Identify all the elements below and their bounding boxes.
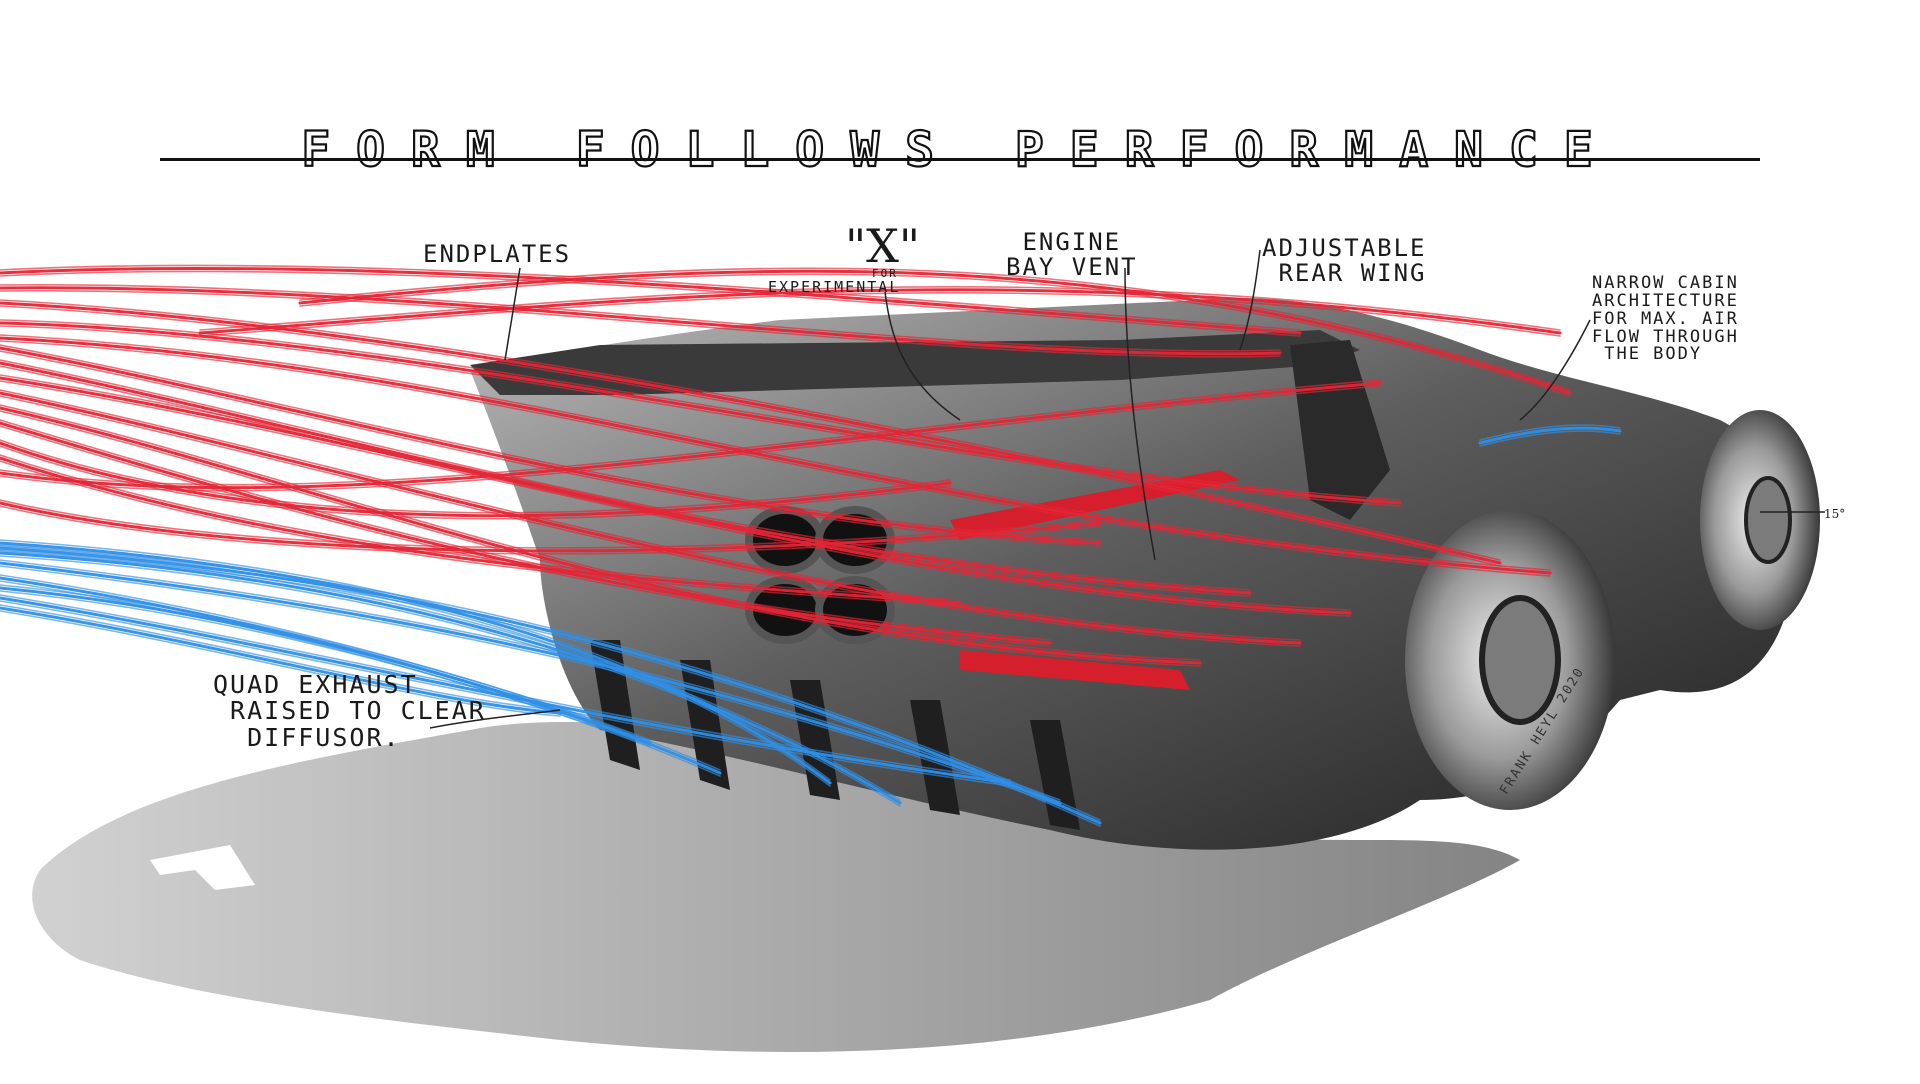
airflow-streak bbox=[1478, 426, 1622, 445]
airflow-red-streaks bbox=[0, 264, 1572, 667]
rear-wing bbox=[470, 330, 1360, 395]
angle-annotation: 15° bbox=[1824, 507, 1846, 521]
airflow-streak bbox=[0, 551, 902, 805]
airflow-streak bbox=[0, 590, 651, 747]
airflow-streak bbox=[0, 346, 1102, 545]
airflow-blue-streaks bbox=[0, 424, 1622, 827]
callout-x-for: FOR bbox=[872, 267, 898, 280]
airflow-streak bbox=[0, 319, 1401, 501]
callout-quad-exhaust: QUAD EXHAUST RAISED TO CLEAR DIFFUSOR. bbox=[213, 670, 486, 752]
airflow-streak bbox=[0, 410, 1201, 667]
airflow-streak bbox=[0, 546, 1102, 825]
airflow-streak bbox=[0, 321, 1402, 505]
airflow-streak bbox=[199, 286, 1561, 331]
airflow-streak bbox=[0, 425, 1051, 647]
airflow-streak bbox=[0, 365, 1251, 597]
callout-leaders bbox=[429, 249, 1825, 729]
airflow-streak bbox=[0, 305, 1501, 567]
airflow-streak bbox=[0, 336, 1552, 575]
airflow-streak bbox=[0, 545, 831, 787]
airflow-streak bbox=[0, 565, 1061, 807]
airflow-streak bbox=[0, 301, 1502, 565]
airflow-streak bbox=[0, 266, 1302, 335]
airflow-streak bbox=[0, 600, 1011, 787]
airflow-streak bbox=[0, 325, 1401, 507]
airflow-streak bbox=[0, 359, 1251, 591]
airflow-streak bbox=[0, 381, 1382, 490]
airflow-streak bbox=[0, 439, 951, 514]
airflow-streak bbox=[0, 604, 561, 711]
airflow-streak bbox=[0, 610, 561, 717]
callout-adjustable-rear-wing: ADJUSTABLE REAR WING bbox=[1262, 234, 1427, 288]
airflow-streak bbox=[0, 456, 962, 605]
airflow-streak bbox=[0, 334, 1551, 571]
airflow-streak bbox=[0, 385, 1381, 492]
airflow-streak bbox=[0, 286, 1282, 356]
airflow-streak bbox=[0, 299, 1501, 561]
airflow-streak bbox=[0, 544, 1101, 821]
airflow-streak bbox=[0, 596, 1012, 785]
rear-wheel-hub bbox=[1479, 595, 1561, 725]
airflow-streak bbox=[0, 559, 1061, 801]
airflow-streak bbox=[0, 549, 901, 801]
airflow-streak bbox=[299, 267, 1571, 391]
airflow-streak bbox=[0, 555, 901, 807]
airflow-streak bbox=[0, 391, 1302, 645]
callout-narrow-cabin: NARROW CABIN ARCHITECTURE FOR MAX. AIR F… bbox=[1592, 273, 1739, 365]
callout-endplates: ENDPLATES bbox=[423, 240, 572, 268]
airflow-streak bbox=[0, 594, 1011, 781]
shadow-highlight bbox=[150, 845, 255, 890]
ground-shadow bbox=[32, 722, 1520, 1052]
airflow-streak bbox=[0, 379, 1381, 486]
airflow-streak bbox=[0, 283, 1281, 352]
airflow-streak bbox=[0, 270, 1301, 337]
airflow-streak bbox=[0, 561, 1062, 805]
title-underline bbox=[160, 158, 1760, 161]
airflow-streak bbox=[0, 454, 961, 601]
airflow-streak bbox=[0, 550, 1101, 827]
airflow-streak bbox=[0, 499, 1101, 549]
airflow-streak bbox=[298, 269, 1572, 395]
airflow-streak bbox=[0, 584, 651, 741]
airflow-streak bbox=[0, 586, 652, 745]
airflow-streak bbox=[0, 395, 1301, 647]
wing-endplate bbox=[1290, 340, 1390, 520]
airflow-streak bbox=[0, 289, 1281, 358]
airflow-streak bbox=[1479, 424, 1621, 441]
airflow-streak bbox=[0, 421, 1052, 645]
callout-experimental: EXPERIMENTAL bbox=[768, 278, 901, 296]
airflow-streak bbox=[198, 288, 1562, 335]
airflow-streak bbox=[0, 460, 961, 607]
airflow-streak bbox=[0, 350, 1101, 547]
airflow-streak bbox=[199, 292, 1561, 337]
airflow-streak bbox=[0, 264, 1301, 331]
lower-tail-light bbox=[960, 650, 1190, 690]
airflow-streak bbox=[0, 505, 1101, 555]
airflow-streak bbox=[0, 389, 1301, 641]
airflow-streak bbox=[0, 374, 1351, 611]
callout-engine-bay-vent: ENGINE BAY VENT bbox=[1006, 228, 1138, 282]
front-wheel-hub bbox=[1744, 476, 1792, 564]
page-title: FORM FOLLOWS PERFORMANCE bbox=[300, 121, 1619, 179]
airflow-streak bbox=[0, 344, 1101, 541]
airflow-streak bbox=[299, 273, 1571, 397]
airflow-streak bbox=[0, 441, 952, 518]
airflow-streak bbox=[1479, 430, 1621, 447]
airflow-streak bbox=[0, 406, 1202, 665]
airflow-streak bbox=[0, 501, 1102, 553]
airflow-streak bbox=[0, 606, 562, 715]
airflow-streak bbox=[0, 340, 1551, 577]
callout-x-mark: "X" bbox=[845, 219, 921, 273]
airflow-streak bbox=[0, 380, 1351, 617]
